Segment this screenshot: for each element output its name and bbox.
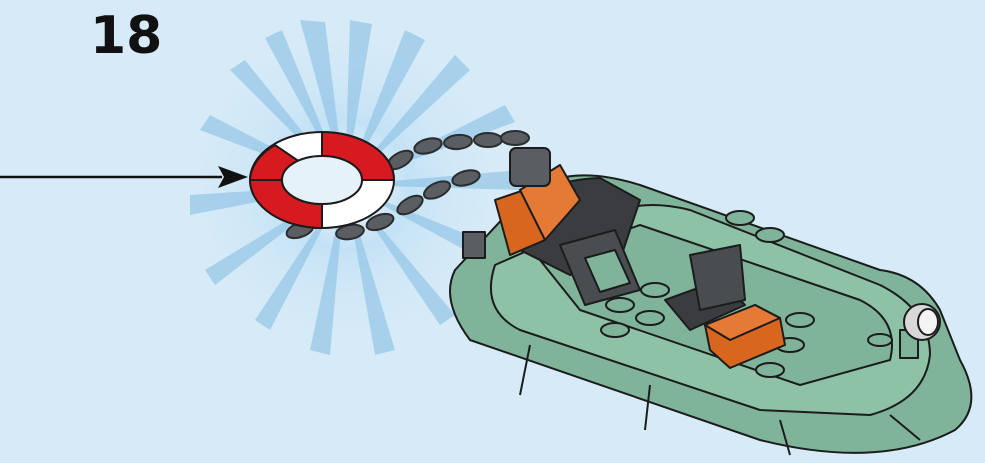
lifebuoy-icon — [250, 132, 394, 228]
boat-icon — [450, 148, 971, 455]
